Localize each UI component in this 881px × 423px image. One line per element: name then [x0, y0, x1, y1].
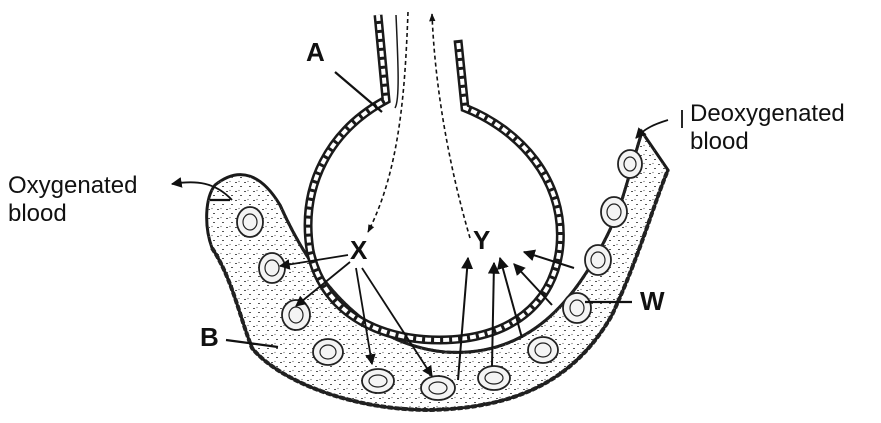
red-blood-cell: [313, 339, 343, 365]
label-y: Y: [473, 226, 490, 256]
label-b: B: [200, 323, 219, 353]
red-blood-cell: [259, 253, 285, 283]
red-blood-cell: [421, 376, 455, 400]
red-blood-cell: [618, 150, 642, 178]
label-w: W: [640, 287, 665, 317]
oxygenated-line1: Oxygenated: [8, 172, 137, 200]
deoxygenated-line1: Deoxygenated: [690, 100, 845, 128]
oxygenated-line2: blood: [8, 200, 137, 228]
air-out-arrow: [432, 14, 470, 238]
y-arrow: [524, 252, 574, 268]
label-a: A: [306, 38, 325, 68]
label-x: X: [350, 236, 367, 266]
alveolus-wall-cells: [308, 15, 560, 340]
red-blood-cell: [563, 293, 591, 323]
red-blood-cell: [478, 366, 510, 390]
deoxygenated-blood-label: Deoxygenated blood: [690, 100, 845, 155]
alveolus-inner-wall: [395, 15, 398, 108]
red-blood-cell: [528, 337, 558, 363]
red-blood-cell: [362, 369, 394, 393]
alveolus: [308, 15, 560, 340]
red-blood-cell: [282, 300, 310, 330]
oxygenated-blood-label: Oxygenated blood: [8, 172, 137, 227]
alveolus-wall: [308, 15, 560, 340]
leader-a: [335, 72, 382, 112]
air-in-arrow: [368, 12, 408, 232]
red-blood-cell: [601, 197, 627, 227]
red-blood-cell: [237, 207, 263, 237]
deoxygenated-line2: blood: [690, 128, 845, 156]
red-blood-cell: [585, 245, 611, 275]
